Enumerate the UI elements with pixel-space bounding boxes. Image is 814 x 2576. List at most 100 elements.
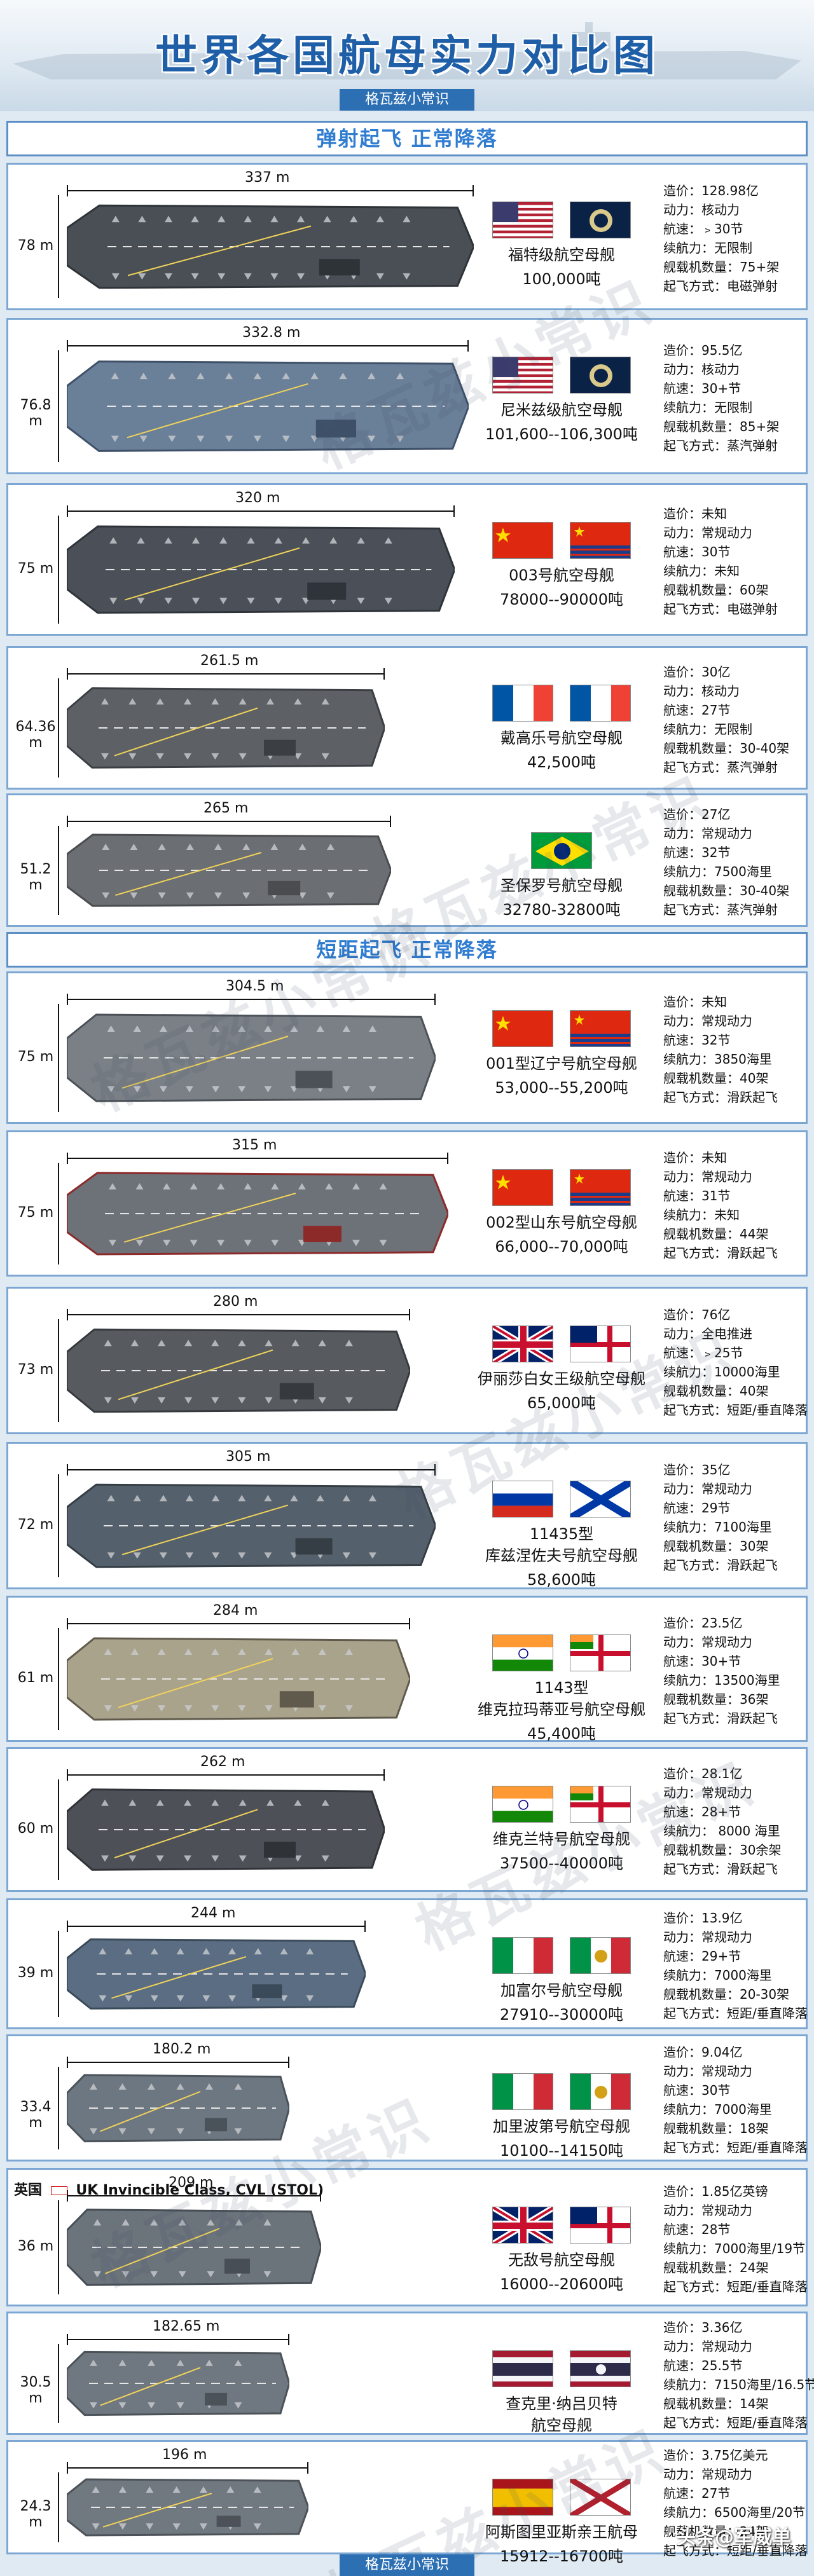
italy-navy-flag-icon: [570, 1937, 631, 1974]
carrier-width-label: 332.8 m: [242, 325, 301, 341]
carrier-specs: 造价：95.5亿动力：核动力航速：30+节续航力：无限制舰载机数量：85+架起飞…: [663, 341, 779, 455]
spec-row: 动力：常规动力: [663, 826, 752, 841]
length-dimension-line: [58, 678, 59, 778]
spec-row: 续航力：7100海里: [663, 1519, 772, 1535]
spec-row: 起飞方式：滑跃起飞: [663, 1558, 778, 1573]
carrier-image: [66, 2344, 291, 2425]
width-dimension-line: [67, 1921, 366, 1932]
spec-row: 航速：25.5节: [663, 2358, 743, 2373]
us-flag-icon: [492, 202, 553, 238]
spec-row: 航速：30节: [663, 2083, 731, 2098]
spec-row: 造价：9.04亿: [663, 2045, 743, 2060]
country-flags: [492, 1634, 631, 1671]
spec-row: 续航力：未知: [663, 1207, 740, 1223]
india-flag-icon: [492, 1634, 553, 1671]
spec-row: 航速：28+节: [663, 1804, 742, 1819]
length-dimension-line: [58, 2200, 59, 2294]
spec-row: 航速：32节: [663, 1032, 731, 1048]
spec-row: 舰载机数量：30架: [663, 1538, 769, 1554]
carrier-name: 尼米兹级航空母舰: [500, 401, 623, 419]
carrier-tonnage: 27910--30000吨: [499, 2006, 623, 2024]
length-dimension-line: [58, 1163, 59, 1264]
carrier-name: 加富尔号航空母舰: [500, 1982, 623, 1999]
spec-row: 动力：核动力: [663, 202, 740, 217]
length-dimension-line: [58, 1474, 59, 1577]
spec-row: 造价：95.5亿: [663, 343, 743, 358]
spec-row: 动力：常规动力: [663, 1785, 752, 1800]
china-navy-flag-icon: [570, 522, 631, 559]
spec-row: 造价：23.5亿: [663, 1615, 743, 1631]
carrier-tonnage: 10100--14150吨: [499, 2142, 623, 2160]
carrier-name: 戴高乐号航空母舰: [500, 729, 623, 747]
width-dimension-line: [67, 505, 455, 517]
spec-row: 造价：未知: [663, 506, 727, 521]
uk-ensign-flag-icon: [570, 1326, 631, 1362]
carrier-tonnage: 101,600--106,300吨: [485, 425, 638, 443]
carrier-tonnage: 16000--20600吨: [499, 2275, 623, 2293]
country-flags: [492, 1326, 631, 1362]
carrier-length-label: 51.2 m: [20, 861, 52, 893]
width-dimension-line: [67, 2462, 308, 2474]
spec-row: 动力：常规动力: [663, 1481, 752, 1497]
country-flags: [492, 1169, 631, 1206]
brazil-flag-icon: [531, 832, 592, 869]
footer-bar: 格瓦兹小常识: [0, 2554, 814, 2576]
spec-row: 航速：﹥30节: [663, 221, 743, 236]
us-flag-icon: [492, 357, 553, 394]
carrier-tonnage: 45,400吨: [527, 1725, 596, 1743]
length-dimension-line: [58, 1779, 59, 1880]
carrier-image: [66, 2472, 310, 2545]
carrier-tonnage: 42,500吨: [527, 753, 596, 771]
india-navy-flag-icon: [570, 1634, 631, 1671]
spec-row: 舰载机数量：75+架: [663, 259, 780, 275]
carrier-topview: [66, 204, 475, 289]
spec-row: 续航力：7500海里: [663, 864, 772, 879]
carrier-topview: [66, 833, 392, 907]
carrier-length-label: 72 m: [17, 1517, 54, 1533]
spec-row: 造价：13.9亿: [663, 1910, 743, 1926]
carrier-specs: 造价：128.98亿动力：核动力航速：﹥30节续航力：无限制舰载机数量：75+架…: [663, 181, 779, 296]
china-navy-flag-icon: [570, 1169, 631, 1206]
carrier-tonnage: 32780-32800吨: [502, 901, 621, 919]
width-dimension-line: [67, 1618, 410, 1629]
carrier-width-label: 337 m: [245, 170, 290, 186]
spec-row: 续航力：7000海里: [663, 1968, 772, 1983]
carrier-length-label: 75 m: [17, 561, 54, 577]
russia-navy-flag-icon: [570, 1481, 631, 1518]
toutiao-watermark: 头条@军威单: [677, 2526, 791, 2549]
carrier-specs: 造价：35亿动力：常规动力航速：29节续航力：7100海里舰载机数量：30架起飞…: [663, 1460, 778, 1575]
carrier-image: [66, 1628, 411, 1732]
spec-row: 动力：常规动力: [663, 525, 752, 540]
spec-row: 航速：﹥25节: [663, 1345, 743, 1360]
spec-row: 舰载机数量：85+架: [663, 419, 780, 434]
uk-class-label-row: 英国 UK Invincible Class, CVL (STOL): [14, 2179, 324, 2199]
carrier-tonnage: 53,000--55,200吨: [495, 1079, 628, 1097]
carrier-topview: [66, 687, 386, 769]
italy-flag-icon: [492, 2073, 553, 2110]
spec-row: 续航力：6500海里/20节: [663, 2505, 806, 2520]
width-dimension-line: [67, 2334, 289, 2345]
carrier-name: 加里波第号航空母舰: [493, 2118, 630, 2135]
carrier-tonnage: 66,000--70,000吨: [495, 1238, 628, 1256]
spec-row: 造价：30亿: [663, 664, 731, 680]
spec-row: 动力：常规动力: [663, 1929, 752, 1945]
length-dimension-line: [58, 1931, 59, 2017]
country-flags: [492, 522, 631, 559]
carrier-topview: [66, 2209, 322, 2286]
spec-row: 起飞方式：蒸汽弹射: [663, 902, 778, 917]
header-carrier-silhouette: [13, 22, 801, 79]
spec-row: 舰载机数量：20-30架: [663, 1987, 790, 2002]
carrier-width-label: 305 m: [226, 1449, 271, 1465]
carrier-image: [66, 350, 470, 465]
carrier-topview: [66, 1637, 411, 1721]
carrier-width-label: 265 m: [204, 800, 249, 816]
carrier-topview: [66, 2350, 291, 2416]
carrier-tonnage: 78000--90000吨: [499, 591, 623, 608]
spec-row: 起飞方式：电磁弹射: [663, 601, 778, 617]
carrier-name: 11435型: [529, 1525, 594, 1543]
spec-row: 续航力： 8000 海里: [663, 1823, 780, 1839]
